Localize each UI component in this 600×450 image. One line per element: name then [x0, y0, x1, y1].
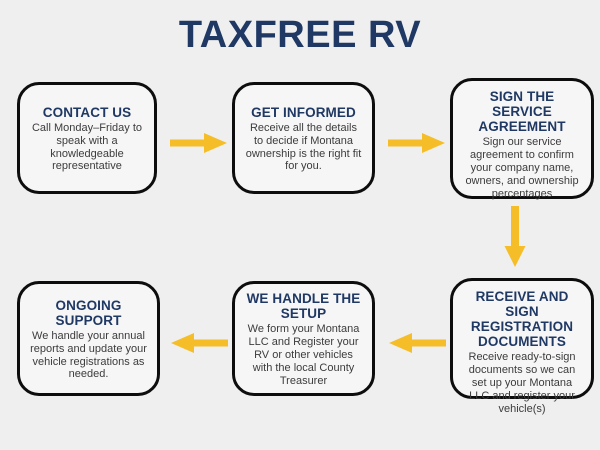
step-body: Receive all the details to decide if Mon… — [245, 121, 362, 173]
step-heading: ONGOING SUPPORT — [55, 297, 122, 328]
step-box-we-handle-the-setup: WE HANDLE THE SETUP We form your Montana… — [232, 281, 375, 396]
step-body: We form your Montana LLC and Register yo… — [247, 323, 360, 387]
step-heading: CONTACT US — [42, 104, 132, 120]
step-heading: SIGN THE SERVICE AGREEMENT — [478, 89, 566, 135]
step-heading: WE HANDLE THE SETUP — [246, 291, 361, 322]
page-title: TAXFREE RV — [178, 14, 422, 56]
step-box-ongoing-support: ONGOING SUPPORT We handle your annual re… — [17, 281, 160, 396]
arrow-left-icon — [170, 330, 228, 361]
step-body: Receive ready-to-sign documents so we ca… — [468, 351, 576, 415]
step-body: Sign our service agreement to confirm yo… — [465, 136, 579, 200]
step-heading: RECEIVE AND SIGN REGISTRATION DOCUMENTS — [470, 289, 574, 350]
step-body: Call Monday–Friday to speak with a knowl… — [31, 121, 143, 173]
arrow-right-icon — [170, 130, 228, 161]
step-box-receive-and-sign-registration-documents: RECEIVE AND SIGN REGISTRATION DOCUMENTS … — [450, 278, 594, 415]
arrow-down-icon — [502, 206, 528, 273]
step-box-sign-service-agreement: SIGN THE SERVICE AGREEMENT Sign our serv… — [450, 78, 594, 200]
step-box-get-informed: GET INFORMED Receive all the details to … — [232, 82, 375, 194]
arrow-right-icon — [388, 130, 446, 161]
step-body: We handle your annual reports and update… — [30, 329, 147, 381]
arrow-left-icon — [388, 330, 446, 361]
step-heading: GET INFORMED — [251, 104, 356, 120]
step-box-contact-us: CONTACT US Call Monday–Friday to speak w… — [17, 82, 157, 194]
